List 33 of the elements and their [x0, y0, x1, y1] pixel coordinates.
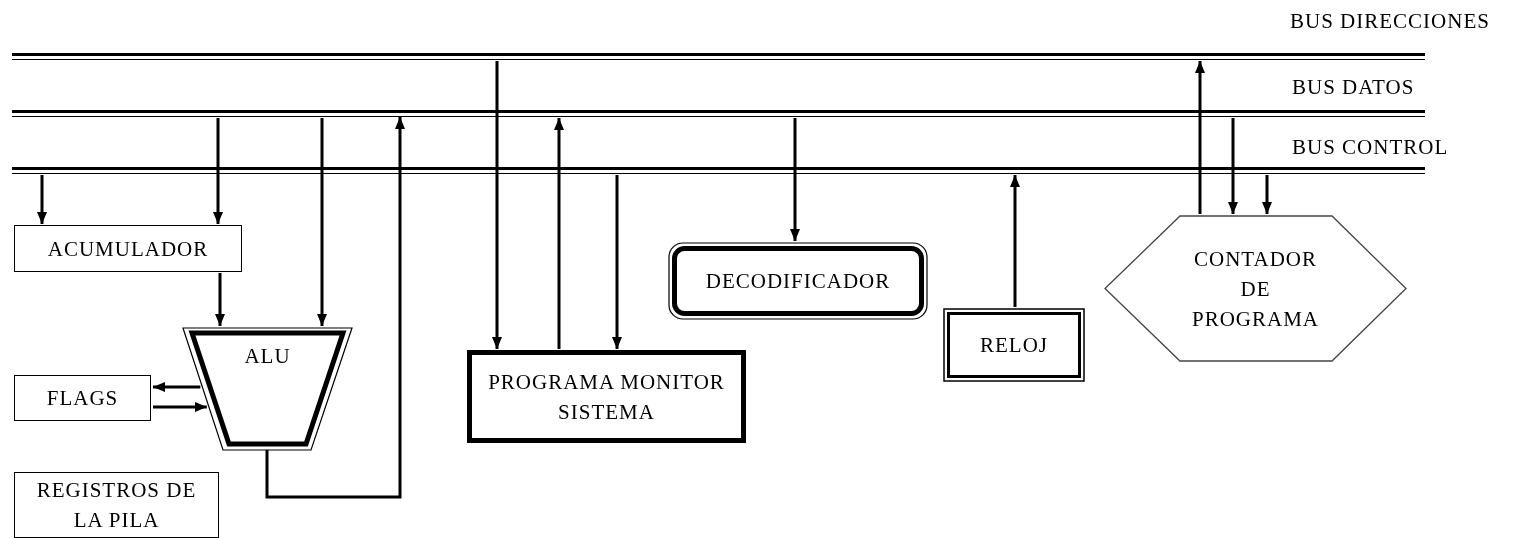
- arrow: [215, 273, 225, 326]
- arrow: [265, 117, 405, 499]
- bus-line: [12, 167, 1425, 174]
- arrow: [1010, 175, 1020, 307]
- arrow: [1228, 118, 1238, 214]
- arrow: [213, 118, 223, 224]
- arrow: [153, 382, 201, 392]
- register-box: [14, 472, 219, 538]
- arrow: [1195, 61, 1205, 214]
- arrow: [492, 61, 502, 349]
- node-label: RELOJ: [980, 332, 1048, 359]
- bus-label: BUS CONTROL: [1292, 135, 1449, 159]
- node-label: REGISTROS DE LA PILA: [35, 477, 198, 534]
- bus-line: [12, 110, 1425, 117]
- node-label: ACUMULADOR: [47, 235, 209, 263]
- arrow: [554, 118, 564, 349]
- register-box: [14, 375, 151, 421]
- register-box: [14, 225, 242, 272]
- node-label: PROGRAMA MONITOR SISTEMA: [487, 368, 726, 426]
- arrow: [317, 118, 327, 326]
- arrow: [1262, 175, 1272, 214]
- arrow: [153, 402, 207, 412]
- bus-label: BUS DATOS: [1292, 75, 1415, 99]
- node-label: FLAGS: [46, 385, 119, 412]
- node-label: ALU: [244, 343, 291, 370]
- bus-line: [12, 53, 1425, 60]
- arrow: [612, 175, 622, 349]
- process-box: [467, 350, 746, 443]
- node-label: DECODIFICADOR: [705, 268, 891, 295]
- node-label: CONTADOR DE PROGRAMA: [1191, 245, 1320, 333]
- arrow: [790, 118, 800, 241]
- arrow: [37, 175, 47, 224]
- bus-label: BUS DIRECCIONES: [1290, 9, 1490, 33]
